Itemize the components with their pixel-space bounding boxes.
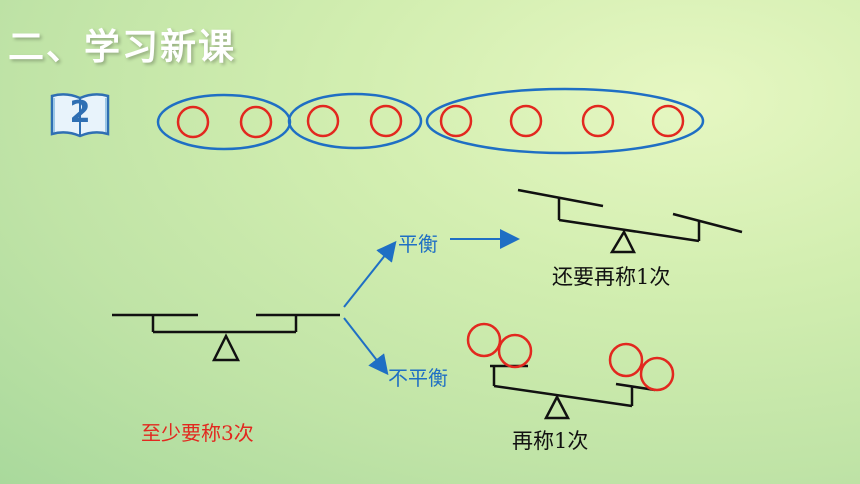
coin bbox=[439, 104, 473, 138]
balance-scale-unbalanced bbox=[490, 364, 656, 420]
balance-scale-initial bbox=[112, 313, 340, 362]
coin bbox=[176, 105, 210, 139]
coin bbox=[369, 104, 403, 138]
book-icon-graphic bbox=[50, 93, 110, 138]
coin bbox=[466, 322, 502, 358]
coin bbox=[639, 356, 675, 392]
arrow-to-balanced bbox=[343, 240, 397, 308]
arrow-to-unbalanced bbox=[343, 317, 389, 376]
group-ellipse-2 bbox=[287, 92, 423, 150]
coin bbox=[608, 342, 644, 378]
coin bbox=[651, 104, 685, 138]
coin bbox=[581, 104, 615, 138]
coin bbox=[497, 333, 533, 369]
coin bbox=[306, 104, 340, 138]
balance-scale-tilted bbox=[517, 188, 743, 254]
balanced-result-note: 还要再称1次 bbox=[552, 265, 671, 289]
coin bbox=[509, 104, 543, 138]
unbalanced-label: 不平衡 bbox=[388, 366, 448, 390]
coin bbox=[239, 105, 273, 139]
minimum-weighings-note: 至少要称3次 bbox=[141, 421, 254, 445]
section-title: 二、学习新课 bbox=[8, 27, 237, 68]
balanced-label: 平衡 bbox=[398, 232, 438, 256]
unbalanced-result-note: 再称1次 bbox=[512, 429, 589, 453]
book-icon: 2 bbox=[48, 90, 112, 140]
example-number: 2 bbox=[69, 95, 91, 130]
group-ellipse-3 bbox=[425, 87, 705, 155]
